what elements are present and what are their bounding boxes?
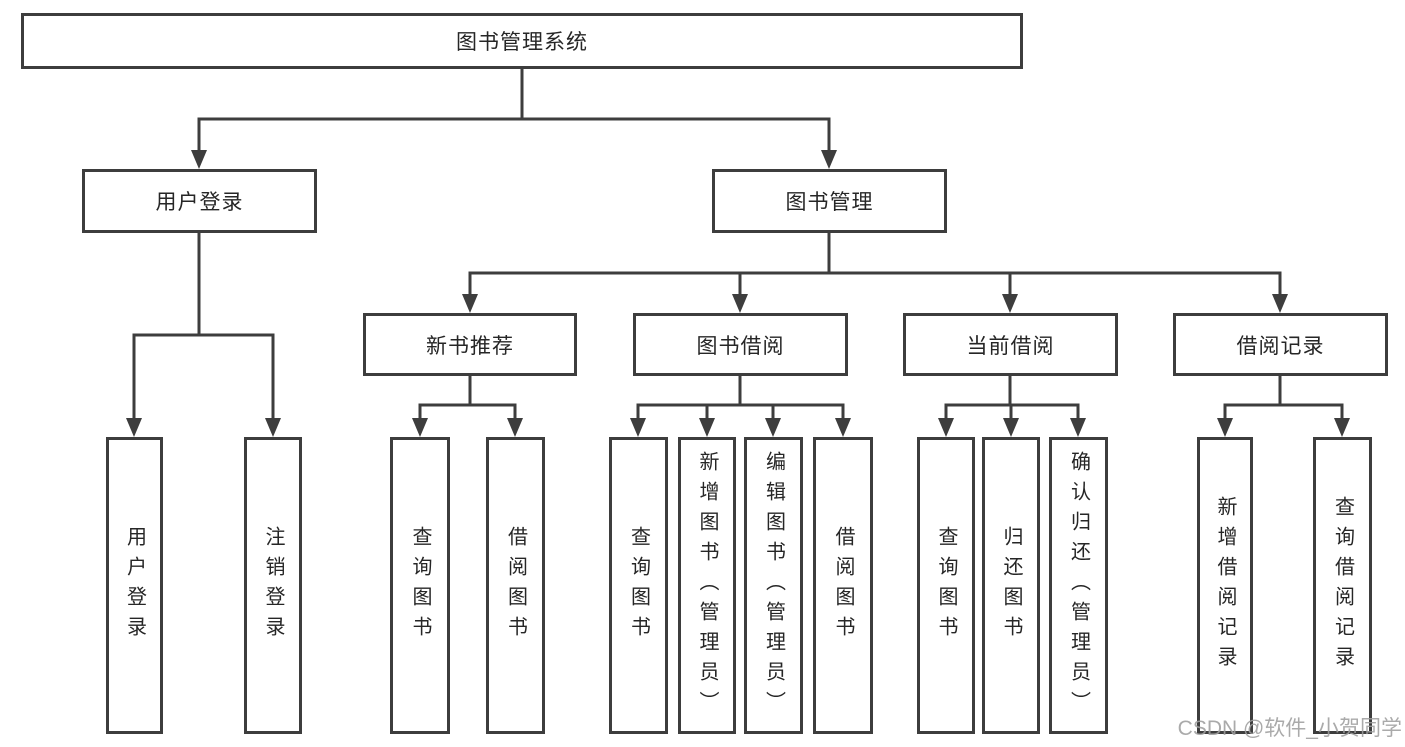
node-book-borrow: 图书借阅: [633, 313, 848, 376]
node-borrow-records: 借阅记录: [1173, 313, 1388, 376]
node-book-management-label: 图书管理: [785, 191, 874, 214]
edge-borrow-records-children: [1223, 374, 1344, 424]
node-current-borrow: 当前借阅: [903, 313, 1118, 376]
node-new-book-recommend-label: 新书推荐: [426, 334, 514, 358]
node-root: 图书管理系统: [21, 13, 1023, 69]
leaf-return-books: 归还图书: [982, 437, 1040, 734]
leaf-logout: 注销登录: [244, 437, 302, 734]
leaf-current-query-books: 查询图书: [917, 437, 975, 734]
leaf-recommend-borrow-books: 借阅图书: [486, 437, 545, 734]
leaf-query-borrow-record: 查询借阅记录: [1313, 437, 1372, 734]
edge-current-borrow-children: [944, 374, 1080, 424]
node-book-management: 图书管理: [712, 169, 947, 233]
leaf-recommend-query-books: 查询图书: [390, 437, 450, 734]
leaf-borrow-borrow-books: 借阅图书: [813, 437, 873, 734]
node-user-login: 用户登录: [82, 169, 317, 233]
leaf-borrow-borrow-books-label: 借阅图书: [832, 525, 854, 646]
leaf-user-login: 用户登录: [106, 437, 163, 734]
edge-root-to-level2: [197, 67, 831, 155]
leaf-add-books-admin-label: 新增图书（管理员）: [696, 450, 718, 721]
node-current-borrow-label: 当前借阅: [966, 334, 1055, 358]
node-root-label: 图书管理系统: [456, 31, 588, 54]
leaf-add-borrow-record-label: 新增借阅记录: [1214, 495, 1236, 676]
leaf-current-query-books-label: 查询图书: [935, 525, 957, 646]
leaf-add-borrow-record: 新增借阅记录: [1197, 437, 1253, 734]
leaf-logout-label: 注销登录: [262, 525, 284, 646]
leaf-query-borrow-record-label: 查询借阅记录: [1331, 495, 1354, 676]
node-new-book-recommend: 新书推荐: [363, 313, 577, 376]
leaf-recommend-borrow-books-label: 借阅图书: [504, 525, 527, 646]
edge-user-login-children: [132, 231, 275, 424]
leaf-confirm-return-admin: 确认归还（管理员）: [1049, 437, 1108, 734]
edge-new-book-recommend-children: [418, 374, 517, 424]
leaf-user-login-label: 用户登录: [123, 525, 146, 646]
edge-book-management-children: [468, 231, 1282, 299]
arrowheads: [126, 150, 1350, 437]
leaf-add-books-admin: 新增图书（管理员）: [678, 437, 736, 734]
leaf-recommend-query-books-label: 查询图书: [409, 525, 431, 646]
leaf-return-books-label: 归还图书: [1000, 525, 1022, 646]
node-user-login-label: 用户登录: [155, 191, 244, 214]
leaf-confirm-return-admin-label: 确认归还（管理员）: [1067, 450, 1090, 721]
edge-book-borrow-children: [636, 374, 845, 424]
leaf-borrow-query-books: 查询图书: [609, 437, 668, 734]
node-book-borrow-label: 图书借阅: [696, 334, 785, 358]
node-borrow-records-label: 借阅记录: [1236, 334, 1325, 358]
leaf-edit-books-admin-label: 编辑图书（管理员）: [762, 450, 785, 721]
watermark: CSDN @软件_小贺同学: [1177, 717, 1402, 740]
leaf-edit-books-admin: 编辑图书（管理员）: [744, 437, 803, 734]
leaf-borrow-query-books-label: 查询图书: [627, 525, 650, 646]
